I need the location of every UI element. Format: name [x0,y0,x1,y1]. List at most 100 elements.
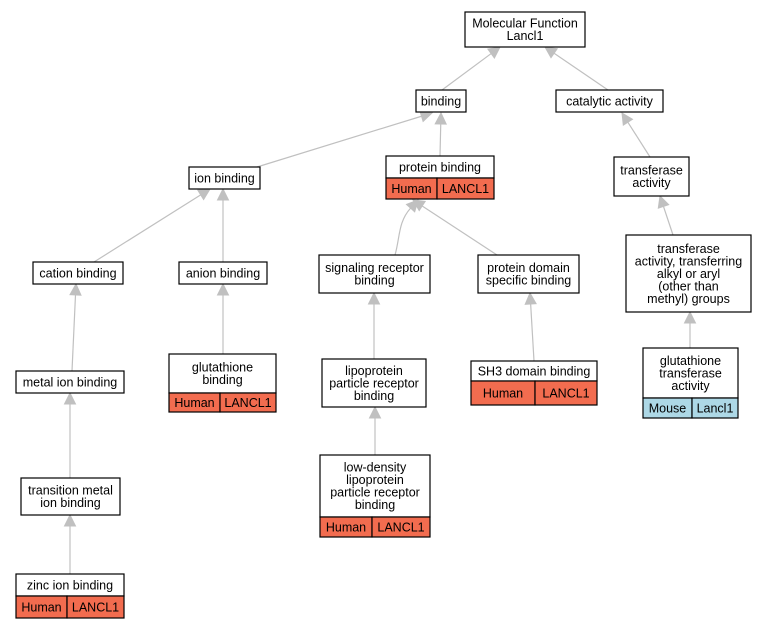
term-box [415,89,467,113]
term-label-line: low-density [344,461,407,475]
term-label-line: transferase [620,164,683,178]
term-label-line: binding [421,94,461,108]
term-label-line: specific binding [486,274,572,288]
edge-arrowhead [487,46,501,59]
gene-label: LANCL1 [442,182,489,196]
species-label: Human [483,386,523,400]
edge-protein_domain-to-protein_binding [421,205,498,256]
gene-label: LANCL1 [542,386,589,400]
edge-transferase-to-catalytic [627,121,651,158]
gene-tag-cell [66,595,125,619]
edge-arrowhead [63,513,77,527]
term-label-line: anion binding [186,266,260,280]
term-label-line: Lancl1 [507,29,544,43]
edge-sh3-to-protein_domain [530,303,535,362]
term-label-line: activity [632,176,671,190]
term-label-line: catalytic activity [566,94,654,108]
species-label: Human [21,600,61,614]
edge-arrowhead [216,282,230,296]
term-box [318,254,431,294]
edge-ion_binding-to-binding [256,115,422,168]
gene-tag-cell [534,380,598,406]
term-label-line: ion binding [194,171,255,185]
term-box [319,454,431,518]
term-node-metal-ion[interactable]: metal ion binding [15,370,125,394]
edge-signaling_receptor-to-protein_binding [394,207,412,256]
edge-arrowhead [657,194,670,209]
species-tag-cell [470,380,536,406]
term-box [464,11,586,48]
edge-metal_ion-to-cation_binding [71,294,77,372]
edge-arrowhead [621,112,634,127]
edge-arrowhead [196,188,211,201]
species-label: Mouse [649,401,687,415]
term-label-line: SH3 domain binding [478,364,591,378]
term-node-anion-binding[interactable]: anion binding [178,261,268,285]
term-label-line: signaling receptor [325,261,424,275]
term-box [477,254,580,294]
term-label-line: binding [354,274,394,288]
gene-label: LANCL1 [224,396,271,410]
term-box [15,370,125,394]
edge-protein_binding-to-binding [439,123,442,157]
term-label-line: cation binding [39,266,116,280]
term-box [642,347,739,399]
term-box [188,166,261,190]
edge-transferase_alkyl-to-transferase [662,206,674,236]
term-label-line: metal ion binding [23,375,118,389]
edge-arrowhead [367,291,381,305]
term-label-line: zinc ion binding [27,578,113,592]
term-label-line: glutathione [660,354,721,368]
term-box [168,353,277,394]
edge-arrowhead [216,187,230,201]
edge-arrowhead [368,405,382,419]
term-box [32,261,124,285]
term-node-cation-binding[interactable]: cation binding [32,261,124,285]
term-label-line: (other than [658,279,719,293]
term-box [625,234,752,313]
term-node-catalytic[interactable]: catalytic activity [555,89,664,113]
term-label-line: alkyl or aryl [657,267,720,281]
term-box [613,156,690,197]
term-node-binding[interactable]: binding [415,89,467,113]
term-node-ion-binding[interactable]: ion binding [188,166,261,190]
edge-arrowhead [63,391,77,405]
gene-tag-cell [436,177,495,200]
edges-layer [63,46,697,574]
gene-label: Lancl1 [697,401,734,415]
term-label-line: particle receptor [330,486,420,500]
term-label-line: transferase [659,366,722,380]
species-label: Human [391,182,431,196]
term-label-line: binding [202,373,242,387]
edge-arrowhead [412,199,427,212]
term-label-line: transition metal [28,484,113,498]
term-label-line: activity, transferring [635,254,742,268]
term-label-line: transferase [657,242,720,256]
term-label-line: activity [671,379,710,393]
term-label-line: lipoprotein [345,364,403,378]
species-label: Human [174,396,214,410]
term-label-line: binding [354,389,394,403]
edge-binding-to-root [441,53,492,91]
gene-tag-cell [371,516,431,538]
term-box [555,89,664,113]
term-label-line: lipoprotein [346,473,404,487]
term-box [20,477,121,516]
edge-arrowhead [69,282,82,296]
term-box [321,358,427,408]
